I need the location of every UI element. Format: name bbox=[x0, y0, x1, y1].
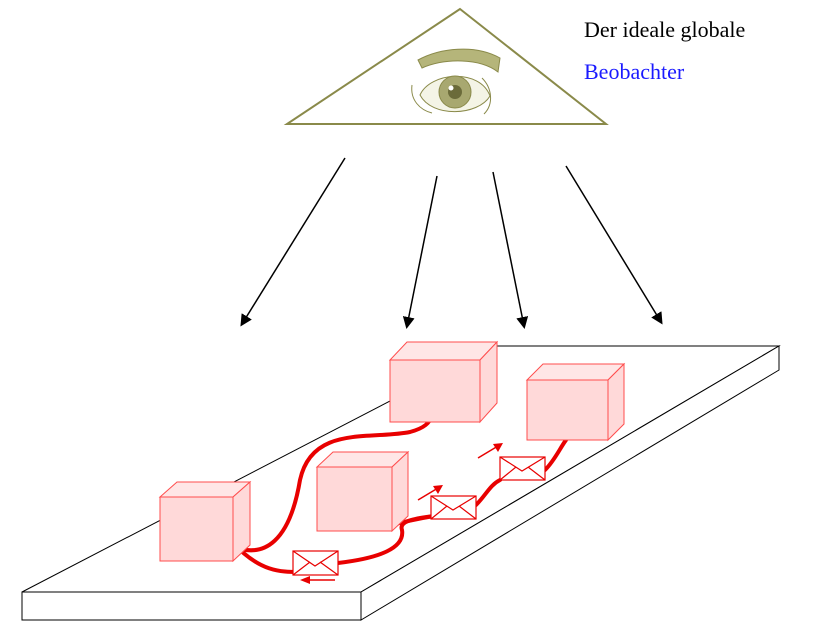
node-front bbox=[526, 379, 609, 441]
network-node bbox=[388, 340, 499, 424]
envelope-icon bbox=[499, 456, 546, 481]
envelope-icon bbox=[430, 495, 477, 520]
envelope-icon bbox=[292, 550, 339, 576]
caption-line-1: Der ideale globale bbox=[584, 17, 746, 42]
platform-front bbox=[21, 591, 362, 621]
eye-in-triangle-icon bbox=[283, 7, 609, 125]
node-front bbox=[159, 496, 234, 562]
node-top bbox=[388, 341, 499, 361]
node-front bbox=[389, 359, 481, 423]
network-node bbox=[158, 480, 252, 563]
direction-arrow bbox=[417, 487, 439, 501]
direction-arrowhead bbox=[433, 485, 443, 494]
observation-arrow bbox=[565, 165, 663, 325]
channel bbox=[474, 478, 502, 507]
node-front bbox=[316, 466, 393, 532]
eye-wrinkle bbox=[481, 77, 491, 115]
channel bbox=[543, 438, 568, 472]
eyebrow bbox=[417, 48, 501, 73]
node-top bbox=[525, 363, 626, 381]
direction-arrowhead bbox=[300, 576, 310, 584]
observation-arrows bbox=[240, 157, 663, 329]
observation-arrow bbox=[402, 175, 438, 329]
message-direction-arrows bbox=[300, 443, 503, 584]
network-node bbox=[525, 362, 626, 442]
direction-arrowhead bbox=[493, 443, 503, 452]
platform-side bbox=[360, 345, 780, 621]
eye-wrinkle bbox=[411, 84, 433, 114]
observation-arrow bbox=[240, 157, 346, 327]
direction-arrow bbox=[477, 445, 499, 459]
observation-arrow bbox=[492, 171, 529, 329]
eye-glint bbox=[448, 85, 454, 91]
observer-triangle bbox=[283, 7, 609, 125]
caption-line-2: Beobachter bbox=[584, 59, 685, 84]
network-node bbox=[315, 450, 410, 533]
channel bbox=[230, 416, 432, 553]
